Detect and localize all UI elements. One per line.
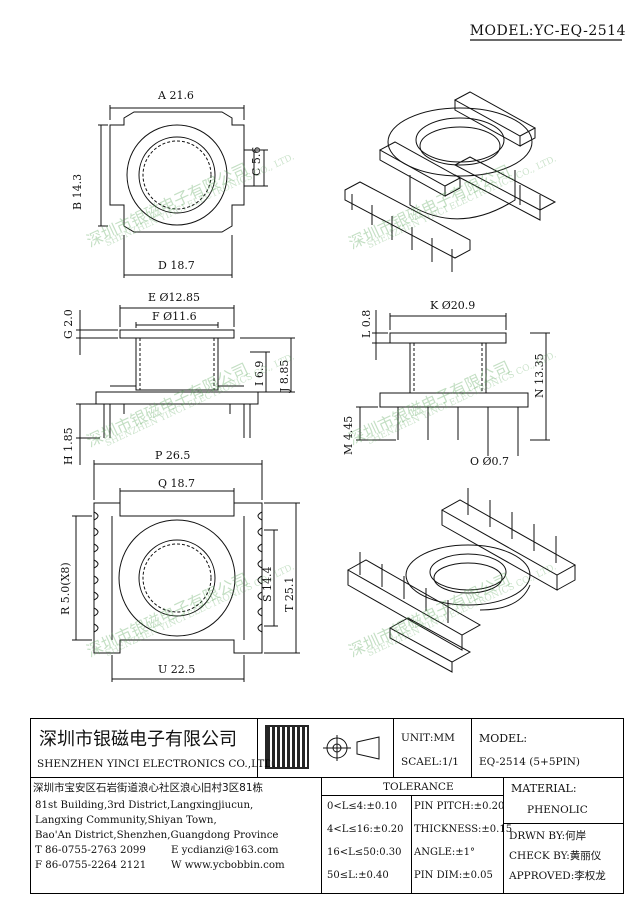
dim-u: U 22.5	[158, 663, 196, 676]
material-value: PHENOLIC	[527, 804, 588, 816]
tolerance-title: TOLERANCE	[383, 781, 454, 793]
tolerance-row: 16<L≤50:0.30	[327, 847, 402, 858]
dim-e: E Ø12.85	[148, 291, 201, 304]
tolerance-row: 4<L≤16:±0.20	[327, 824, 404, 835]
dim-t: T 25.1	[283, 576, 296, 612]
address-cn: 深圳市宝安区石岩街道浪心社区浪心旧村3区81栋	[33, 782, 264, 794]
material-label: MATERIAL:	[511, 782, 577, 795]
fax: F 86-0755-2264 2121	[35, 860, 147, 871]
dim-k: K Ø20.9	[430, 299, 476, 312]
company-name-en: SHENZHEN YINCI ELECTRONICS CO.,LTD.	[37, 758, 276, 770]
top-view	[98, 105, 268, 278]
website: W www.ycbobbin.com	[171, 860, 285, 871]
dim-l: L 0.8	[360, 309, 373, 338]
dim-p: P 26.5	[155, 449, 191, 462]
dim-a: A 21.6	[158, 89, 194, 102]
dim-r: R 5.0(X8)	[59, 562, 72, 615]
drawn-by: DRWN BY:何岸	[509, 830, 587, 842]
title-block: 深圳市银磁电子有限公司 SHENZHEN YINCI ELECTRONICS C…	[30, 718, 624, 894]
dim-o: O Ø0.7	[470, 455, 510, 468]
address-en-line-2: Langxing Community,Shiyan Town,	[35, 815, 217, 826]
model-value: EQ-2514 (5+5PIN)	[479, 756, 581, 768]
scale-label: SCAEL:1/1	[401, 756, 459, 768]
pin-spec-row: PIN PITCH:±0.20	[414, 801, 505, 812]
tolerance-row: 50≤L:±0.40	[327, 870, 389, 881]
telephone: T 86-0755-2763 2099	[35, 845, 146, 856]
isometric-view-bottom	[346, 488, 577, 673]
front-view	[76, 305, 295, 465]
email: E ycdianzi@163.com	[171, 845, 279, 856]
pin-spec-row: ANGLE:±1°	[414, 847, 476, 858]
approved-by: APPROVED:李权龙	[509, 870, 606, 882]
dim-b: B 14.3	[71, 173, 84, 210]
projection-symbol-icon	[321, 733, 385, 763]
dim-q: Q 18.7	[158, 477, 196, 490]
dim-g: G 2.0	[62, 309, 75, 339]
address-en-line-1: 81st Building,3rd District,Langxingjiucu…	[35, 800, 254, 811]
dim-h: H 1.85	[62, 427, 75, 465]
pin-spec-row: THICKNESS:±0.15	[414, 824, 513, 835]
side-view	[356, 310, 550, 456]
isometric-view-top	[344, 91, 557, 272]
pin-spec-row: PIN DIM:±0.05	[414, 870, 493, 881]
checked-by: CHECK BY:黄丽仪	[509, 850, 602, 862]
company-name-cn: 深圳市银磁电子有限公司	[39, 729, 237, 750]
tolerance-row: 0<L≤4:±0.10	[327, 801, 398, 812]
model-header: MODEL:YC-EQ-2514	[469, 23, 626, 39]
address-en-line-3: Bao'An District,Shenzhen,Guangdong Provi…	[35, 830, 279, 841]
unit-label: UNIT:MM	[401, 732, 455, 744]
model-label: MODEL:	[479, 732, 528, 745]
dim-f: F Ø11.6	[152, 310, 197, 323]
bottom-view	[72, 460, 300, 682]
dim-d: D 18.7	[158, 259, 195, 272]
qr-code-icon	[265, 725, 309, 769]
